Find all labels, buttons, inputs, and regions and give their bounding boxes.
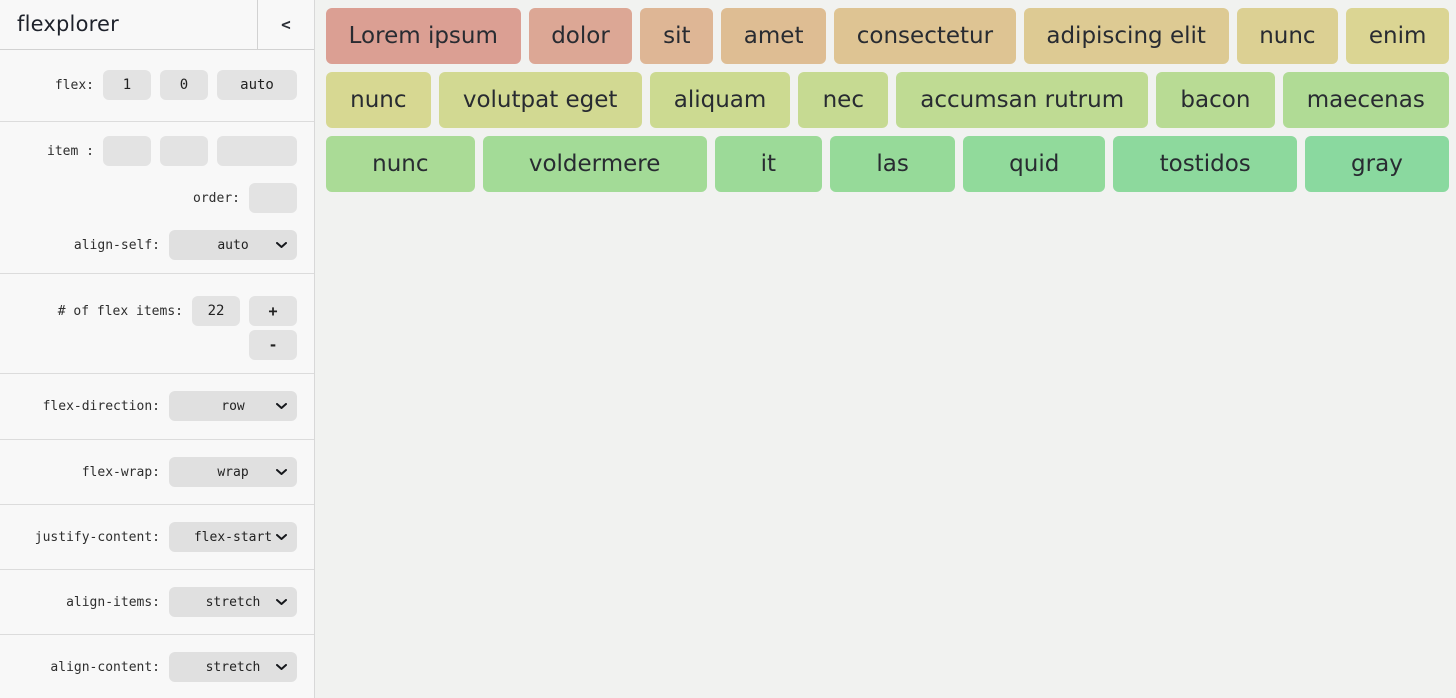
flex-item: bacon bbox=[1156, 72, 1275, 128]
order-input[interactable] bbox=[249, 183, 297, 213]
flex-direction-label: flex-direction: bbox=[42, 398, 160, 414]
remove-item-button[interactable]: - bbox=[249, 330, 297, 360]
align-content-select[interactable]: stretch bbox=[169, 652, 297, 682]
flex-basis-input[interactable] bbox=[217, 70, 297, 100]
align-items-select[interactable]: stretch bbox=[169, 587, 297, 617]
flex-item: nunc bbox=[1236, 8, 1339, 64]
flex-grow-input[interactable] bbox=[103, 70, 151, 100]
section-flex: flex: bbox=[0, 50, 314, 122]
flex-item: tostidos bbox=[1113, 136, 1297, 192]
flex-item: amet bbox=[721, 8, 827, 64]
order-label: order: bbox=[193, 190, 240, 206]
align-self-select[interactable]: auto bbox=[169, 230, 297, 260]
flex-item: accumsan rutrum bbox=[896, 72, 1149, 128]
sidebar: flexplorer < flex: item : order: bbox=[0, 0, 315, 698]
item-flex-grow-input[interactable] bbox=[103, 136, 151, 166]
num-items-label: # of flex items: bbox=[57, 303, 183, 319]
minus-icon: - bbox=[268, 336, 278, 354]
flex-direction-value: row bbox=[221, 398, 245, 414]
section-item: item : order: align-self: auto bbox=[0, 122, 314, 274]
chevron-down-icon bbox=[276, 469, 287, 476]
flex-item: dolor bbox=[528, 8, 633, 64]
flex-item: nunc bbox=[326, 72, 431, 128]
item-label: item : bbox=[47, 143, 94, 159]
flex-wrap-label: flex-wrap: bbox=[81, 464, 160, 480]
align-items-value: stretch bbox=[205, 594, 261, 610]
justify-content-select[interactable]: flex-start bbox=[169, 522, 297, 552]
chevron-down-icon bbox=[276, 242, 287, 249]
flex-item: nunc bbox=[326, 136, 475, 192]
flex-item: adipiscing elit bbox=[1023, 8, 1229, 64]
chevron-down-icon bbox=[276, 664, 287, 671]
chevron-down-icon bbox=[276, 403, 287, 410]
item-flex-shrink-input[interactable] bbox=[160, 136, 208, 166]
justify-content-label: justify-content: bbox=[34, 529, 160, 545]
align-self-label: align-self: bbox=[73, 237, 160, 253]
flex-direction-select[interactable]: row bbox=[169, 391, 297, 421]
chevron-down-icon bbox=[276, 599, 287, 606]
section-flex-direction: flex-direction: row bbox=[0, 374, 314, 440]
flex-item: enim bbox=[1346, 8, 1450, 64]
align-content-value: stretch bbox=[205, 659, 261, 675]
item-flex-basis-input[interactable] bbox=[217, 136, 297, 166]
flex-label: flex: bbox=[54, 77, 94, 93]
section-justify-content: justify-content: flex-start bbox=[0, 505, 314, 570]
sidebar-header: flexplorer < bbox=[0, 0, 314, 50]
align-content-label: align-content: bbox=[50, 659, 160, 675]
flex-item: it bbox=[714, 136, 823, 192]
flex-item: Lorem ipsum bbox=[326, 8, 521, 64]
justify-content-value: flex-start bbox=[193, 529, 273, 545]
flex-wrap-select[interactable]: wrap bbox=[169, 457, 297, 487]
flex-item: maecenas bbox=[1282, 72, 1449, 128]
flex-item: nec bbox=[798, 72, 889, 128]
flex-wrap-value: wrap bbox=[217, 464, 249, 480]
flex-item: gray bbox=[1304, 136, 1449, 192]
flex-item: quid bbox=[963, 136, 1106, 192]
sidebar-collapse-button[interactable]: < bbox=[257, 0, 314, 49]
chevron-down-icon bbox=[276, 534, 287, 541]
add-item-button[interactable]: + bbox=[249, 296, 297, 326]
flex-item: aliquam bbox=[649, 72, 791, 128]
section-num-items: # of flex items: + - bbox=[0, 274, 314, 374]
flex-item: volutpat eget bbox=[438, 72, 642, 128]
flex-shrink-input[interactable] bbox=[160, 70, 208, 100]
section-align-items: align-items: stretch bbox=[0, 570, 314, 635]
chevron-left-icon: < bbox=[281, 15, 291, 34]
plus-icon: + bbox=[268, 302, 278, 320]
flex-item: consectetur bbox=[834, 8, 1016, 64]
align-self-value: auto bbox=[217, 237, 249, 253]
section-align-content: align-content: stretch bbox=[0, 635, 314, 698]
section-flex-wrap: flex-wrap: wrap bbox=[0, 440, 314, 505]
num-items-input[interactable] bbox=[192, 296, 240, 326]
align-items-label: align-items: bbox=[66, 594, 160, 610]
app-title: flexplorer bbox=[17, 12, 119, 36]
flex-item: voldermere bbox=[482, 136, 707, 192]
flex-item: sit bbox=[640, 8, 714, 64]
flex-item: las bbox=[830, 136, 955, 192]
